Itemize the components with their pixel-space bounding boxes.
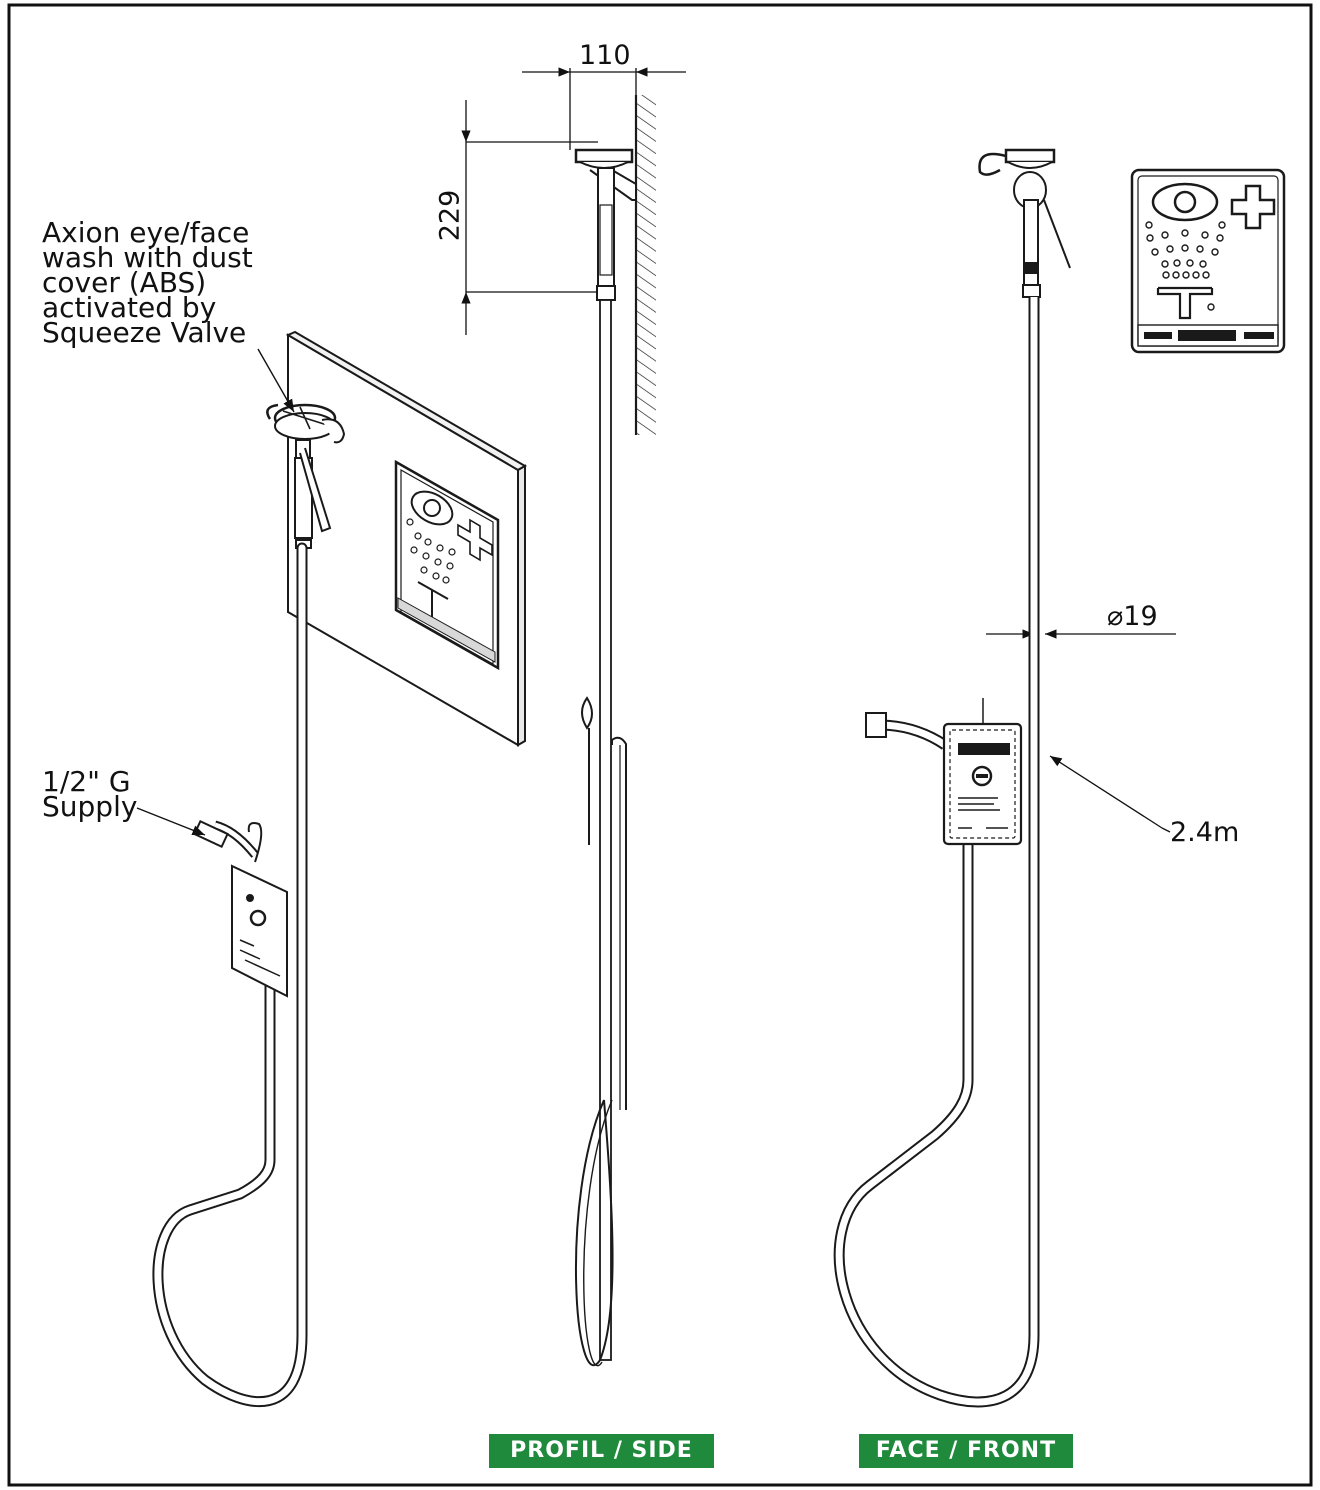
eye-icon xyxy=(1151,182,1219,222)
eyewash-callout-line-2: wash with dust xyxy=(42,241,253,274)
eyewash-callout: Axion eye/face wash with dust cover (ABS… xyxy=(42,216,253,349)
wall-offset-dimension: 110 xyxy=(579,40,631,71)
eyewash-leader-line xyxy=(257,348,295,413)
iso-hose-tag xyxy=(231,864,288,998)
supply-callout: 1/2" G Supply xyxy=(42,765,138,823)
side-view xyxy=(574,95,656,1367)
hose-length-dimension: 2.4m xyxy=(1170,817,1240,848)
supply-callout-line-2: Supply xyxy=(42,790,138,823)
hose-diameter-value: 19 xyxy=(1123,601,1158,632)
diameter-symbol-icon: ⌀ xyxy=(1107,601,1124,632)
eyewash-callout-line-3: cover (ABS) xyxy=(42,266,207,299)
eye-icon xyxy=(410,490,454,526)
isometric-view xyxy=(152,330,528,1408)
head-height-dimension: 229 xyxy=(434,189,466,242)
eyewash-callout-line-5: Squeeze Valve xyxy=(42,316,247,349)
front-hose-tag xyxy=(942,698,1023,846)
hose-diameter-dimension: ⌀19 xyxy=(1107,601,1158,632)
first-aid-cross-icon xyxy=(1230,184,1276,230)
iso-supply-connector xyxy=(193,819,263,863)
wall-hatch xyxy=(636,95,656,435)
supply-callout-line-1: 1/2" G xyxy=(42,765,131,798)
safety-sign xyxy=(1130,168,1286,354)
sheet-border xyxy=(7,3,1313,1487)
front-view xyxy=(833,148,1071,1408)
eyewash-callout-line-1: Axion eye/face xyxy=(42,216,250,249)
eyewash-callout-line-4: activated by xyxy=(42,291,217,324)
supply-leader-line xyxy=(136,807,206,836)
side-view-label: PROFIL / SIDE xyxy=(489,1434,714,1468)
front-view-label: FACE / FRONT xyxy=(859,1434,1073,1468)
cross-icon xyxy=(457,518,493,562)
dimension-lines xyxy=(461,67,1176,833)
panel-safety-sign xyxy=(394,459,500,671)
